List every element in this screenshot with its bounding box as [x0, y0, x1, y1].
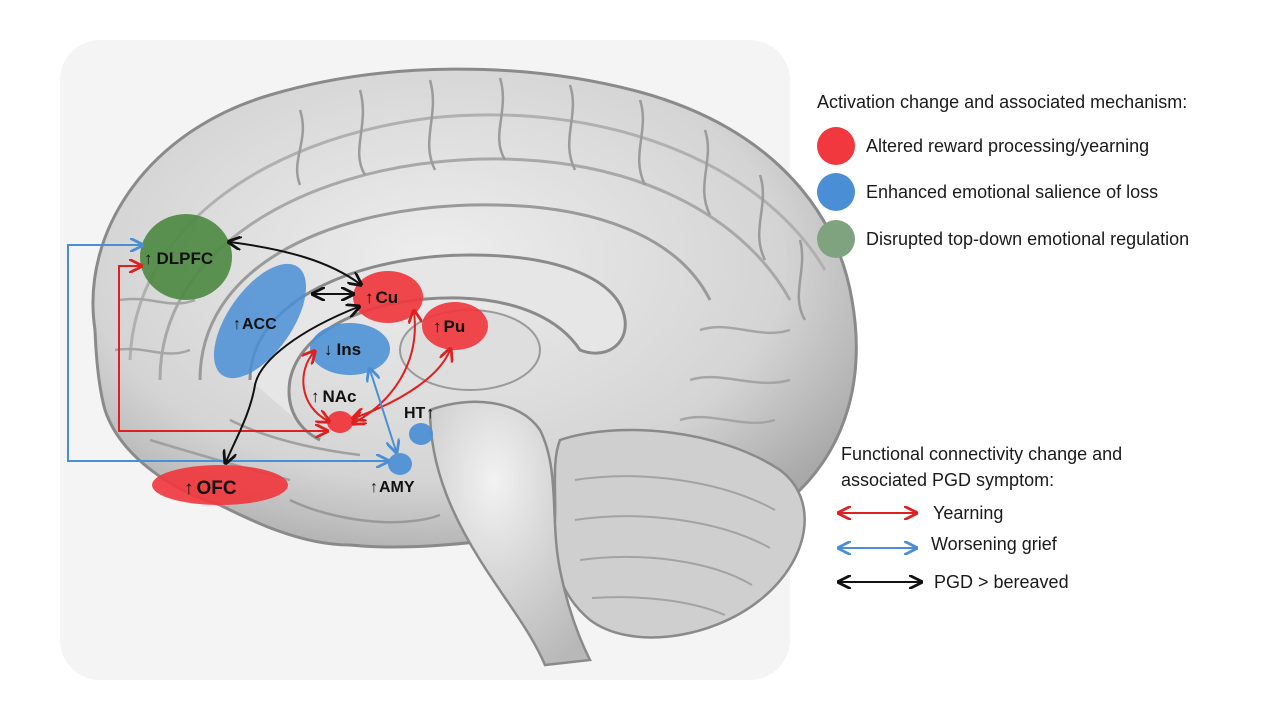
- ofc-label: ↑OFC: [184, 478, 237, 499]
- connection-dlpfc-cu: [230, 242, 360, 284]
- ins-label: ↓Ins: [324, 340, 361, 359]
- dlpfc-label: ↑DLPFC: [144, 249, 213, 268]
- nac-region: [327, 411, 353, 433]
- pu-label: ↑Pu: [433, 317, 465, 336]
- legend-item-yearning: Yearning: [933, 503, 1003, 523]
- connection-cu-ofc: [226, 307, 358, 462]
- amy-region: [388, 453, 412, 475]
- pu-region: [422, 302, 488, 350]
- activation-legend: Activation change and associated mechani…: [817, 92, 1189, 258]
- cu-label: ↑Cu: [365, 288, 398, 307]
- connectivity-legend: Functional connectivity change and assoc…: [840, 444, 1122, 592]
- amy-label: ↑AMY: [370, 479, 415, 496]
- legend-item-worsening: Worsening grief: [931, 534, 1058, 554]
- legend-item-regulation: Disrupted top-down emotional regulation: [866, 229, 1189, 249]
- legend-swatch-blue: [817, 173, 855, 211]
- activation-legend-title: Activation change and associated mechani…: [817, 92, 1187, 112]
- connectivity-legend-title-line2: associated PGD symptom:: [841, 470, 1054, 490]
- connection-nac-ins: [303, 352, 328, 421]
- legend-item-pgd: PGD > bereaved: [934, 572, 1069, 592]
- nac-label: ↑NAc: [311, 387, 357, 406]
- ht-region: [409, 423, 433, 445]
- connectivity-legend-title-line1: Functional connectivity change and: [841, 444, 1122, 464]
- legend-item-salience: Enhanced emotional salience of loss: [866, 182, 1158, 202]
- acc-label: ↑ACC: [233, 316, 277, 333]
- connection-ins-amy: [370, 370, 396, 451]
- legend-swatch-green: [817, 220, 855, 258]
- legend-swatch-red: [817, 127, 855, 165]
- ofc-region: [152, 465, 288, 505]
- legend-item-reward: Altered reward processing/yearning: [866, 136, 1149, 156]
- ht-label: HT↑: [404, 405, 434, 422]
